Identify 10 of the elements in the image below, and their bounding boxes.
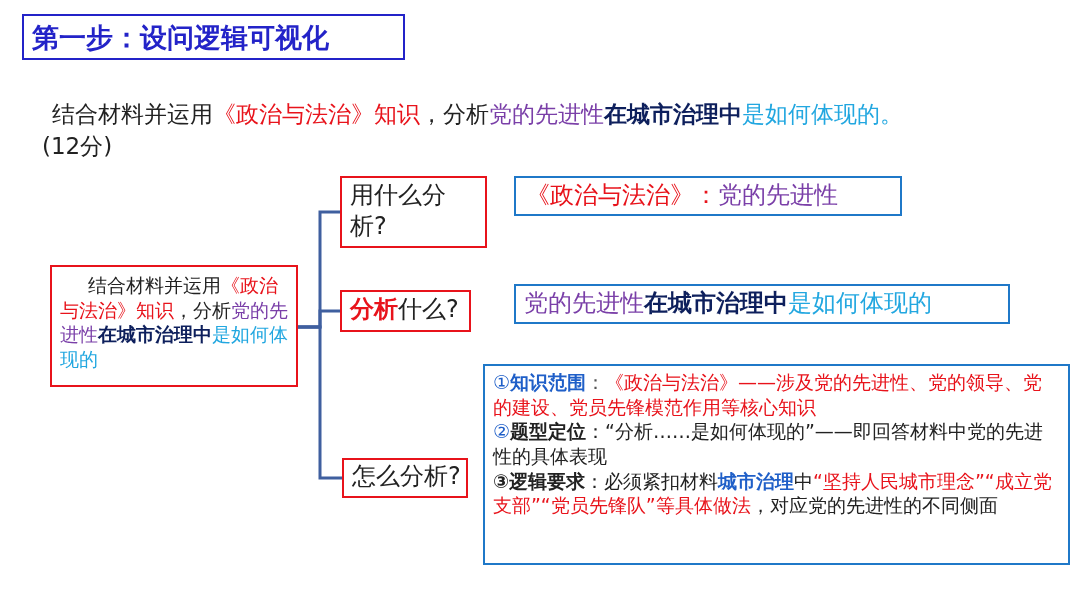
answer-box: ①知识范围：《政治与法治》——涉及党的先进性、党的领导、党的建设、党员先锋模范作用等核心知识 ②题型定位：“分析……是如何体现的”——即回答材料中党的先进性的具体表现 ③逻辑要求：必须紧扣材料城市治理中“坚持人民城市理念”“成立党支部”“党员先锋队”等具体做法，对应党的先进性的不同侧面 xyxy=(483,364,1070,565)
title-banner: 第一步：设问逻辑可视化 xyxy=(22,14,405,60)
question-box: 结合材料并运用《政治与法治》知识，分析党的先进性在城市治理中是如何体现的 xyxy=(50,265,298,387)
question-text: 结合材料并运用《政治与法治》知识，分析党的先进性在城市治理中是如何体现的。 (12分) xyxy=(42,100,904,161)
question-box: 分析什么? xyxy=(340,290,471,332)
answer-box: 党的先进性在城市治理中是如何体现的 xyxy=(514,284,1010,324)
question-box: 怎么分析? xyxy=(342,458,468,498)
question-box: 用什么分析? xyxy=(340,176,487,248)
bracket-connector xyxy=(298,325,342,480)
answer-box: 《政治与法治》：党的先进性 xyxy=(514,176,902,216)
